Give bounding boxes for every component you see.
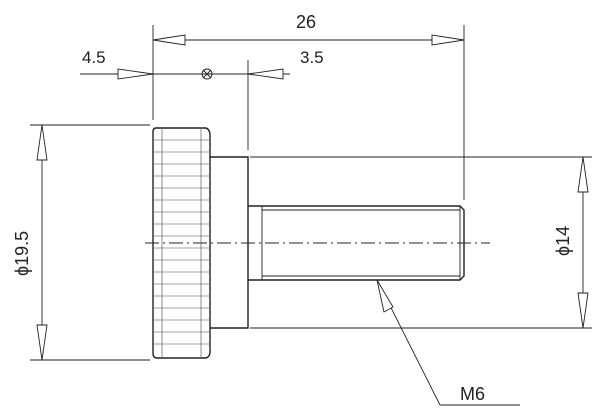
thread-label: M6 <box>460 384 485 404</box>
dimension-overall-length: 26 <box>152 12 465 46</box>
extension-lines <box>30 25 592 361</box>
dimension-head-diameter: ϕ19.5 <box>12 124 48 361</box>
datum-point-icon <box>201 68 213 80</box>
knurl-lines <box>154 129 209 357</box>
head-thickness-label: 4.5 <box>82 48 106 67</box>
knurled-head <box>152 127 211 359</box>
head-diameter-label: ϕ19.5 <box>12 231 32 276</box>
dimension-collar-diameter: ϕ14 <box>553 156 589 329</box>
collar-diameter-label: ϕ14 <box>553 226 573 256</box>
thread-callout: M6 <box>376 279 520 406</box>
dimension-head-collar: 4.5 3.5 <box>80 48 324 80</box>
collar <box>210 156 249 329</box>
overall-length-label: 26 <box>296 12 316 32</box>
collar-thickness-label: 3.5 <box>300 48 324 67</box>
